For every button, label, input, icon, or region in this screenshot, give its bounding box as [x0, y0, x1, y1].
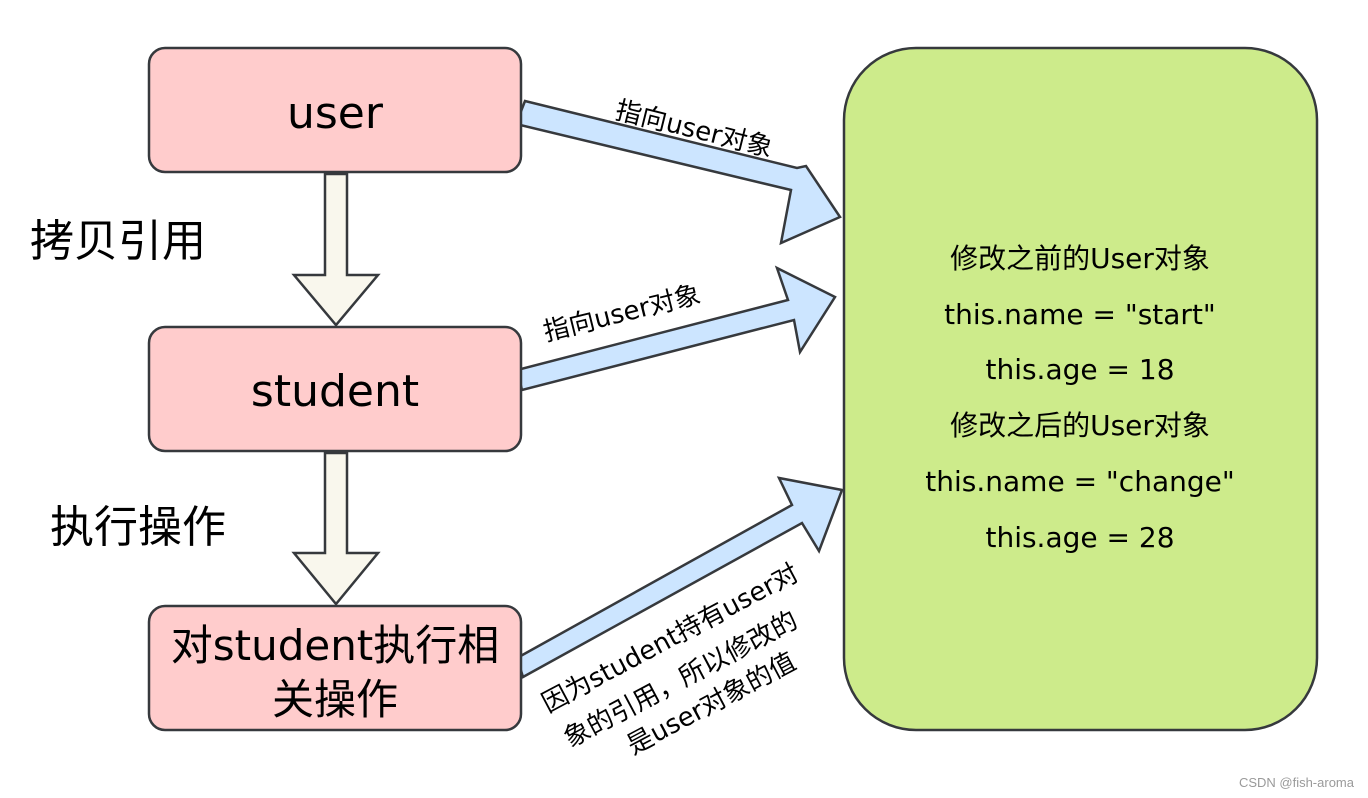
- copy-ref-label: 拷贝引用: [30, 216, 206, 267]
- operate-node-label-line1: 对student执行相: [171, 621, 500, 670]
- user-node-label: user: [287, 88, 384, 139]
- operate-node: [147, 604, 523, 732]
- watermark: CSDN @fish-aroma: [1238, 775, 1354, 790]
- arrow-student-to-object: [515, 265, 837, 392]
- object-line-after-title: 修改之后的User对象: [950, 409, 1210, 442]
- down-arrow-copy-ref: [291, 172, 381, 327]
- arrow-user-to-object: [514, 99, 842, 246]
- arrow-operate-to-object: [515, 476, 844, 679]
- execute-label: 执行操作: [50, 502, 226, 553]
- object-line-before-age: this.age = 18: [985, 353, 1174, 386]
- object-line-after-name: this.name = "change": [925, 465, 1234, 498]
- object-line-before-title: 修改之前的User对象: [950, 242, 1210, 275]
- student-node-label: student: [251, 366, 419, 417]
- user-node: [147, 46, 523, 174]
- user-object-box: [842, 46, 1319, 732]
- operate-node-label-line2: 关操作: [272, 675, 398, 724]
- object-line-before-name: this.name = "start": [944, 298, 1216, 331]
- object-line-after-age: this.age = 28: [985, 521, 1174, 554]
- student-node: [147, 325, 523, 453]
- down-arrow-execute: [291, 451, 381, 606]
